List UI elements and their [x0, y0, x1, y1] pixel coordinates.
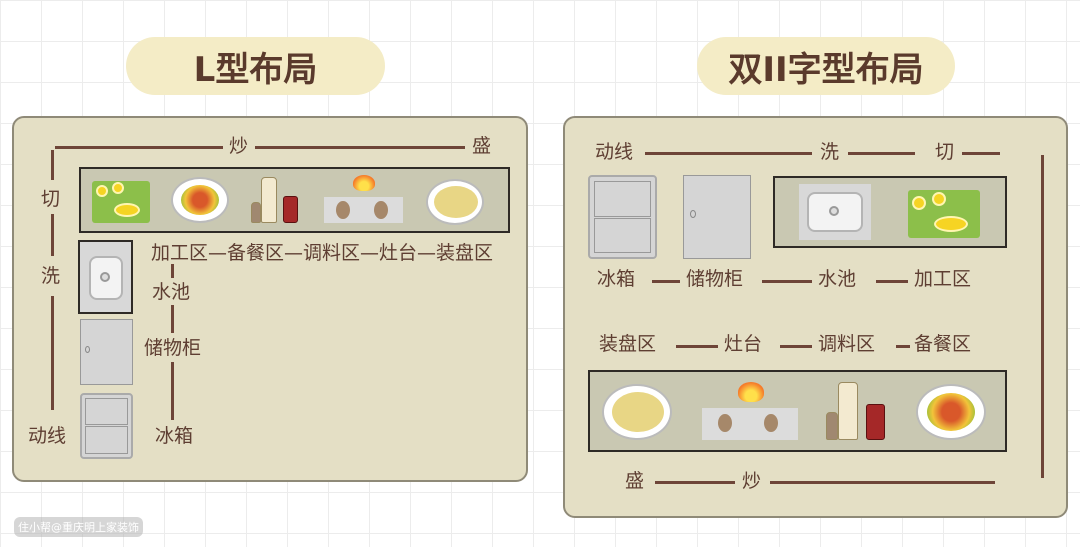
flow-line: [876, 280, 908, 283]
flow-line: [171, 305, 174, 333]
row1-prep: 加工区: [914, 268, 972, 290]
row2-serving-prep: 备餐区: [914, 333, 972, 355]
row2-plating: 装盘区: [599, 333, 657, 355]
flow-serve-label: 盛: [625, 470, 645, 492]
counter-strip-top: [773, 176, 1007, 248]
cutting-board-icon: [908, 190, 980, 238]
flame-icon: [738, 382, 764, 402]
flow-line: [171, 264, 174, 278]
sink-icon: [799, 184, 871, 240]
cabinet-icon: [683, 175, 751, 259]
plate-icon: [602, 384, 672, 440]
stove-icon: [324, 197, 403, 223]
flow-line: [645, 152, 812, 155]
flow-line: [676, 345, 718, 348]
row1-sink: 水池: [818, 268, 857, 290]
row2-seasoning: 调料区: [818, 333, 876, 355]
row2-stove: 灶台: [724, 333, 763, 355]
flow-line: [171, 362, 174, 420]
flow-line: [1041, 155, 1044, 478]
flowline-label: 动线: [595, 141, 634, 163]
stove-icon: [702, 408, 798, 440]
double-line-layout-title: 双II字型布局: [697, 37, 955, 95]
flow-line: [51, 296, 54, 410]
flow-line: [896, 345, 910, 348]
fridge-icon: [588, 175, 657, 259]
cutting-board-icon: [92, 181, 150, 223]
flow-wash-label: 洗: [820, 141, 840, 163]
flame-icon: [353, 175, 375, 191]
shaker-icon: [251, 202, 261, 223]
flow-line: [55, 146, 223, 149]
flow-line: [655, 481, 735, 484]
flow-serve-label: 盛: [472, 135, 492, 157]
flow-line: [962, 152, 1000, 155]
flow-cut-label: 切: [935, 141, 955, 163]
flowline-label: 动线: [28, 425, 67, 447]
bottle-icon: [838, 382, 858, 440]
bottle-icon: [261, 177, 277, 223]
flow-line: [51, 150, 54, 180]
fridge-label: 冰箱: [155, 425, 194, 447]
counter-strip: [79, 167, 510, 233]
sink-icon: [78, 240, 133, 314]
flow-line: [848, 152, 915, 155]
dish-icon: [171, 177, 229, 223]
flow-line: [51, 214, 54, 256]
flow-line: [780, 345, 812, 348]
dish-icon: [916, 384, 986, 440]
watermark: 住小帮@重庆明上家装饰: [14, 517, 143, 537]
row1-fridge: 冰箱: [597, 268, 636, 290]
flow-line: [762, 280, 812, 283]
jar-icon: [866, 404, 885, 440]
counter-strip-bottom: [588, 370, 1007, 452]
shaker-icon: [826, 412, 838, 440]
flow-stir-label: 炒: [742, 470, 762, 492]
sink-label: 水池: [152, 281, 191, 303]
row1-cabinet: 储物柜: [686, 268, 744, 290]
zones-sequence: 加工区—备餐区—调料区—灶台—装盘区: [151, 242, 494, 264]
flow-line: [770, 481, 995, 484]
cabinet-label: 储物柜: [144, 337, 202, 359]
l-layout-title: L型布局: [126, 37, 385, 95]
plate-icon: [426, 179, 484, 225]
cabinet-icon: [80, 319, 133, 385]
fridge-icon: [80, 393, 133, 459]
jar-icon: [283, 196, 298, 223]
flow-line: [652, 280, 680, 283]
flow-cut-label: 切: [41, 188, 61, 210]
flow-line: [255, 146, 465, 149]
flow-wash-label: 洗: [41, 265, 61, 287]
flow-stir-label: 炒: [229, 135, 249, 157]
